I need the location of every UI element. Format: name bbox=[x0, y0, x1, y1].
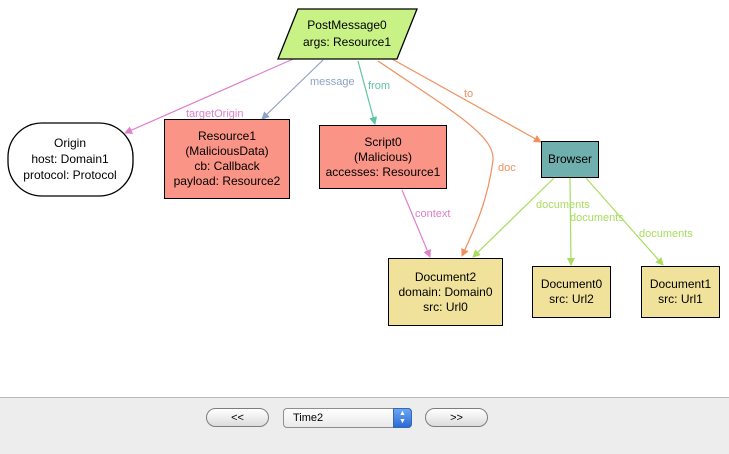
document1-node-line-2: src: Url1 bbox=[658, 292, 703, 306]
document1-node: Document1 src: Url1 bbox=[641, 266, 720, 318]
origin-node-line-1: Origin bbox=[54, 136, 86, 150]
script0-node-line-2: (Malicious) bbox=[353, 149, 412, 164]
browser-node: Browser bbox=[541, 141, 599, 178]
edge-label-doc: doc bbox=[498, 162, 516, 174]
document2-node-line-2: domain: Domain0 bbox=[398, 284, 493, 299]
script0-node-line-1: Script0 bbox=[364, 134, 402, 149]
origin-node-shape bbox=[7, 122, 134, 197]
edge-label-targetorigin: targetOrigin bbox=[186, 108, 243, 120]
edge-label-documents-a: documents bbox=[536, 199, 590, 211]
document1-node-line-1: Document1 bbox=[649, 277, 712, 291]
resource1-node-line-1: Resource1 bbox=[197, 129, 257, 143]
edge-label-to: to bbox=[464, 88, 473, 100]
edge-doc bbox=[377, 60, 494, 257]
postmessage-node-line-1: PostMessage0 bbox=[307, 18, 387, 32]
document0-node: Document0 src: Url2 bbox=[532, 266, 611, 318]
select-arrows-icon: ▲ ▼ bbox=[393, 408, 412, 428]
graph-canvas: PostMessage0 args: Resource1 Origin host… bbox=[7, 8, 720, 326]
resource1-node-line-3: cb: Callback bbox=[194, 159, 260, 173]
document2-node-line-3: src: Url0 bbox=[423, 299, 468, 314]
resource1-node: Resource1 (MaliciousData) cb: Callback p… bbox=[164, 119, 290, 199]
next-button[interactable]: >> bbox=[425, 408, 488, 427]
document0-node-line-1: Document0 bbox=[540, 277, 603, 291]
script0-node-line-3: accesses: Resource1 bbox=[325, 164, 441, 179]
time-select[interactable]: Time2 ▲ ▼ bbox=[283, 408, 412, 428]
origin-node-line-3: protocol: Protocol bbox=[23, 168, 116, 182]
postmessage-node-line-2: args: Resource1 bbox=[303, 35, 391, 49]
edge-label-documents-b: documents bbox=[570, 212, 624, 224]
document2-node-line-1: Document2 bbox=[414, 269, 477, 284]
document2-node: Document2 domain: Domain0 src: Url0 bbox=[388, 258, 503, 326]
previous-button[interactable]: << bbox=[206, 408, 269, 427]
resource1-node-line-4: payload: Resource2 bbox=[173, 174, 281, 188]
edge-documents-a bbox=[472, 177, 555, 258]
edge-label-from: from bbox=[368, 80, 390, 92]
edge-from bbox=[357, 60, 378, 125]
script0-node: Script0 (Malicious) accesses: Resource1 bbox=[319, 125, 447, 189]
edge-to bbox=[391, 58, 542, 143]
edge-message bbox=[261, 59, 324, 120]
edge-context bbox=[401, 189, 431, 258]
edge-documents-c bbox=[585, 177, 664, 266]
arrow-up-icon: ▲ bbox=[399, 410, 406, 417]
edge-documents-b bbox=[566, 177, 575, 266]
edge-label-context: context bbox=[415, 208, 450, 220]
resource1-node-line-2: (MaliciousData) bbox=[185, 144, 269, 158]
edge-targetorigin bbox=[124, 55, 301, 134]
edge-label-documents-c: documents bbox=[639, 228, 693, 240]
edge-label-message: message bbox=[310, 76, 355, 88]
time-select-value: Time2 bbox=[293, 412, 324, 424]
navigation-toolbar: << Time2 ▲ ▼ >> bbox=[0, 397, 729, 454]
postmessage-node-shape bbox=[277, 8, 418, 60]
origin-node-line-2: host: Domain1 bbox=[31, 152, 109, 166]
document0-node-line-2: src: Url2 bbox=[549, 292, 594, 306]
edges-layer: PostMessage0 args: Resource1 Origin host… bbox=[7, 8, 693, 266]
browser-node-line-1: Browser bbox=[547, 152, 592, 166]
arrow-down-icon: ▼ bbox=[399, 418, 406, 425]
